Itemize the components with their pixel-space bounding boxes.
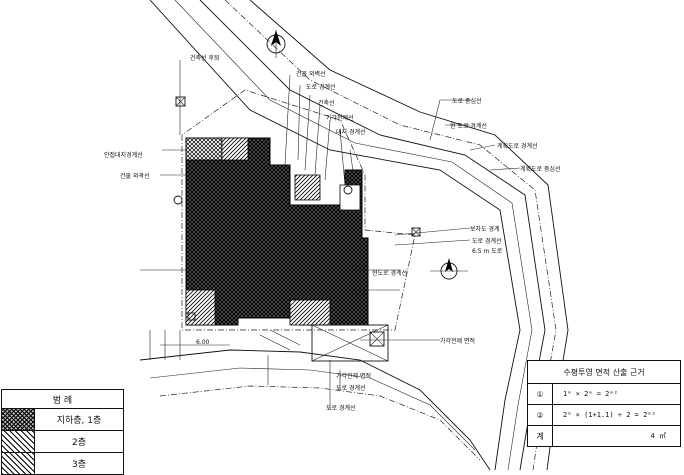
label-wall-cl: 건물 외벽선 [296, 70, 326, 78]
building-footprint [185, 137, 369, 326]
label-adjacent-line: 인접대지경계선 [104, 151, 143, 159]
calc-total-value: 4 ㎡ [650, 432, 666, 440]
label-right-4: 가각전제 면적 [440, 337, 475, 345]
legend-box: 범 례 지하층, 1층 2층 3층 [1, 389, 124, 475]
calc-row: ② 2ᵐ × (1+1.1) ÷ 2 = 2ᵐ² [528, 405, 680, 426]
label-road-center: 도로 중심선 [452, 97, 482, 105]
label-road-line-bottom: 도로 경계선 [326, 404, 356, 412]
label-corner-cut: 가각전제선 [326, 114, 354, 122]
calc-row: ① 1ᵐ × 2ᵐ = 2ᵐ² [528, 384, 680, 405]
label-road-line: 도로 경계선 [306, 83, 336, 91]
label-building-outline: 건물 외곽선 [120, 172, 150, 180]
legend-row: 2층 [2, 431, 123, 453]
label-plan-road-center: 계획도로 중심선 [520, 165, 561, 173]
legend-title: 범 례 [2, 390, 123, 409]
drawing-labels: 건축선 후퇴 건물 외벽선 도로 경계선 건축선 가각전제선 대지 경계선 인접… [104, 54, 561, 412]
calc-row-number: ② [528, 405, 553, 425]
area-calculation-table: 수평투영 면적 산출 근거 ① 1ᵐ × 2ᵐ = 2ᵐ² ② 2ᵐ × (1+… [527, 360, 681, 447]
label-right-1: 보차도 경계 [470, 225, 500, 233]
leader-lines [140, 60, 521, 410]
legend-label: 지하층, 1층 [56, 416, 102, 426]
label-right-2: 도로 경계선 [472, 237, 502, 245]
label-bottom-1: 가각전제 면적 [336, 372, 371, 380]
label-right-3: 6.5 m 도로 [472, 248, 503, 255]
legend-swatch-3f [2, 453, 35, 474]
bottom-road-lines [139, 349, 491, 471]
calc-row-value: 1ᵐ × 2ᵐ = 2ᵐ² [563, 390, 618, 398]
lot-boundary [181, 89, 416, 331]
label-setback-top: 건축선 후퇴 [190, 54, 220, 62]
legend-swatch-basement-1f [2, 409, 35, 430]
label-plan-road-line: 계획도로 경계선 [497, 142, 538, 150]
calc-row-value: 2ᵐ × (1+1.1) ÷ 2 = 2ᵐ² [563, 411, 656, 419]
section-marker-icon [430, 258, 468, 280]
calc-row-number: 계 [528, 426, 553, 446]
parking-area [311, 324, 389, 362]
legend-row: 지하층, 1층 [2, 409, 123, 431]
label-bottom-2: 도로 경계선 [336, 384, 366, 392]
legend-label: 2층 [71, 438, 86, 448]
label-road-width: 6.00 [196, 339, 210, 346]
label-road-boundary-2: 현도로 경계선 [372, 269, 407, 277]
north-arrow-icon [266, 30, 286, 58]
label-road-boundary: 현 도로 경계선 [450, 122, 487, 130]
legend-label: 3층 [71, 460, 86, 470]
calc-title: 수평투영 면적 산출 근거 [528, 361, 680, 384]
markers [173, 96, 421, 321]
calc-row-total: 계 4 ㎡ [528, 426, 680, 446]
label-lot-line: 대지 경계선 [336, 128, 366, 136]
label-setback: 건축선 [318, 99, 335, 107]
legend-row: 3층 [2, 453, 123, 474]
calc-row-number: ① [528, 384, 553, 404]
legend-swatch-2f [2, 431, 35, 452]
